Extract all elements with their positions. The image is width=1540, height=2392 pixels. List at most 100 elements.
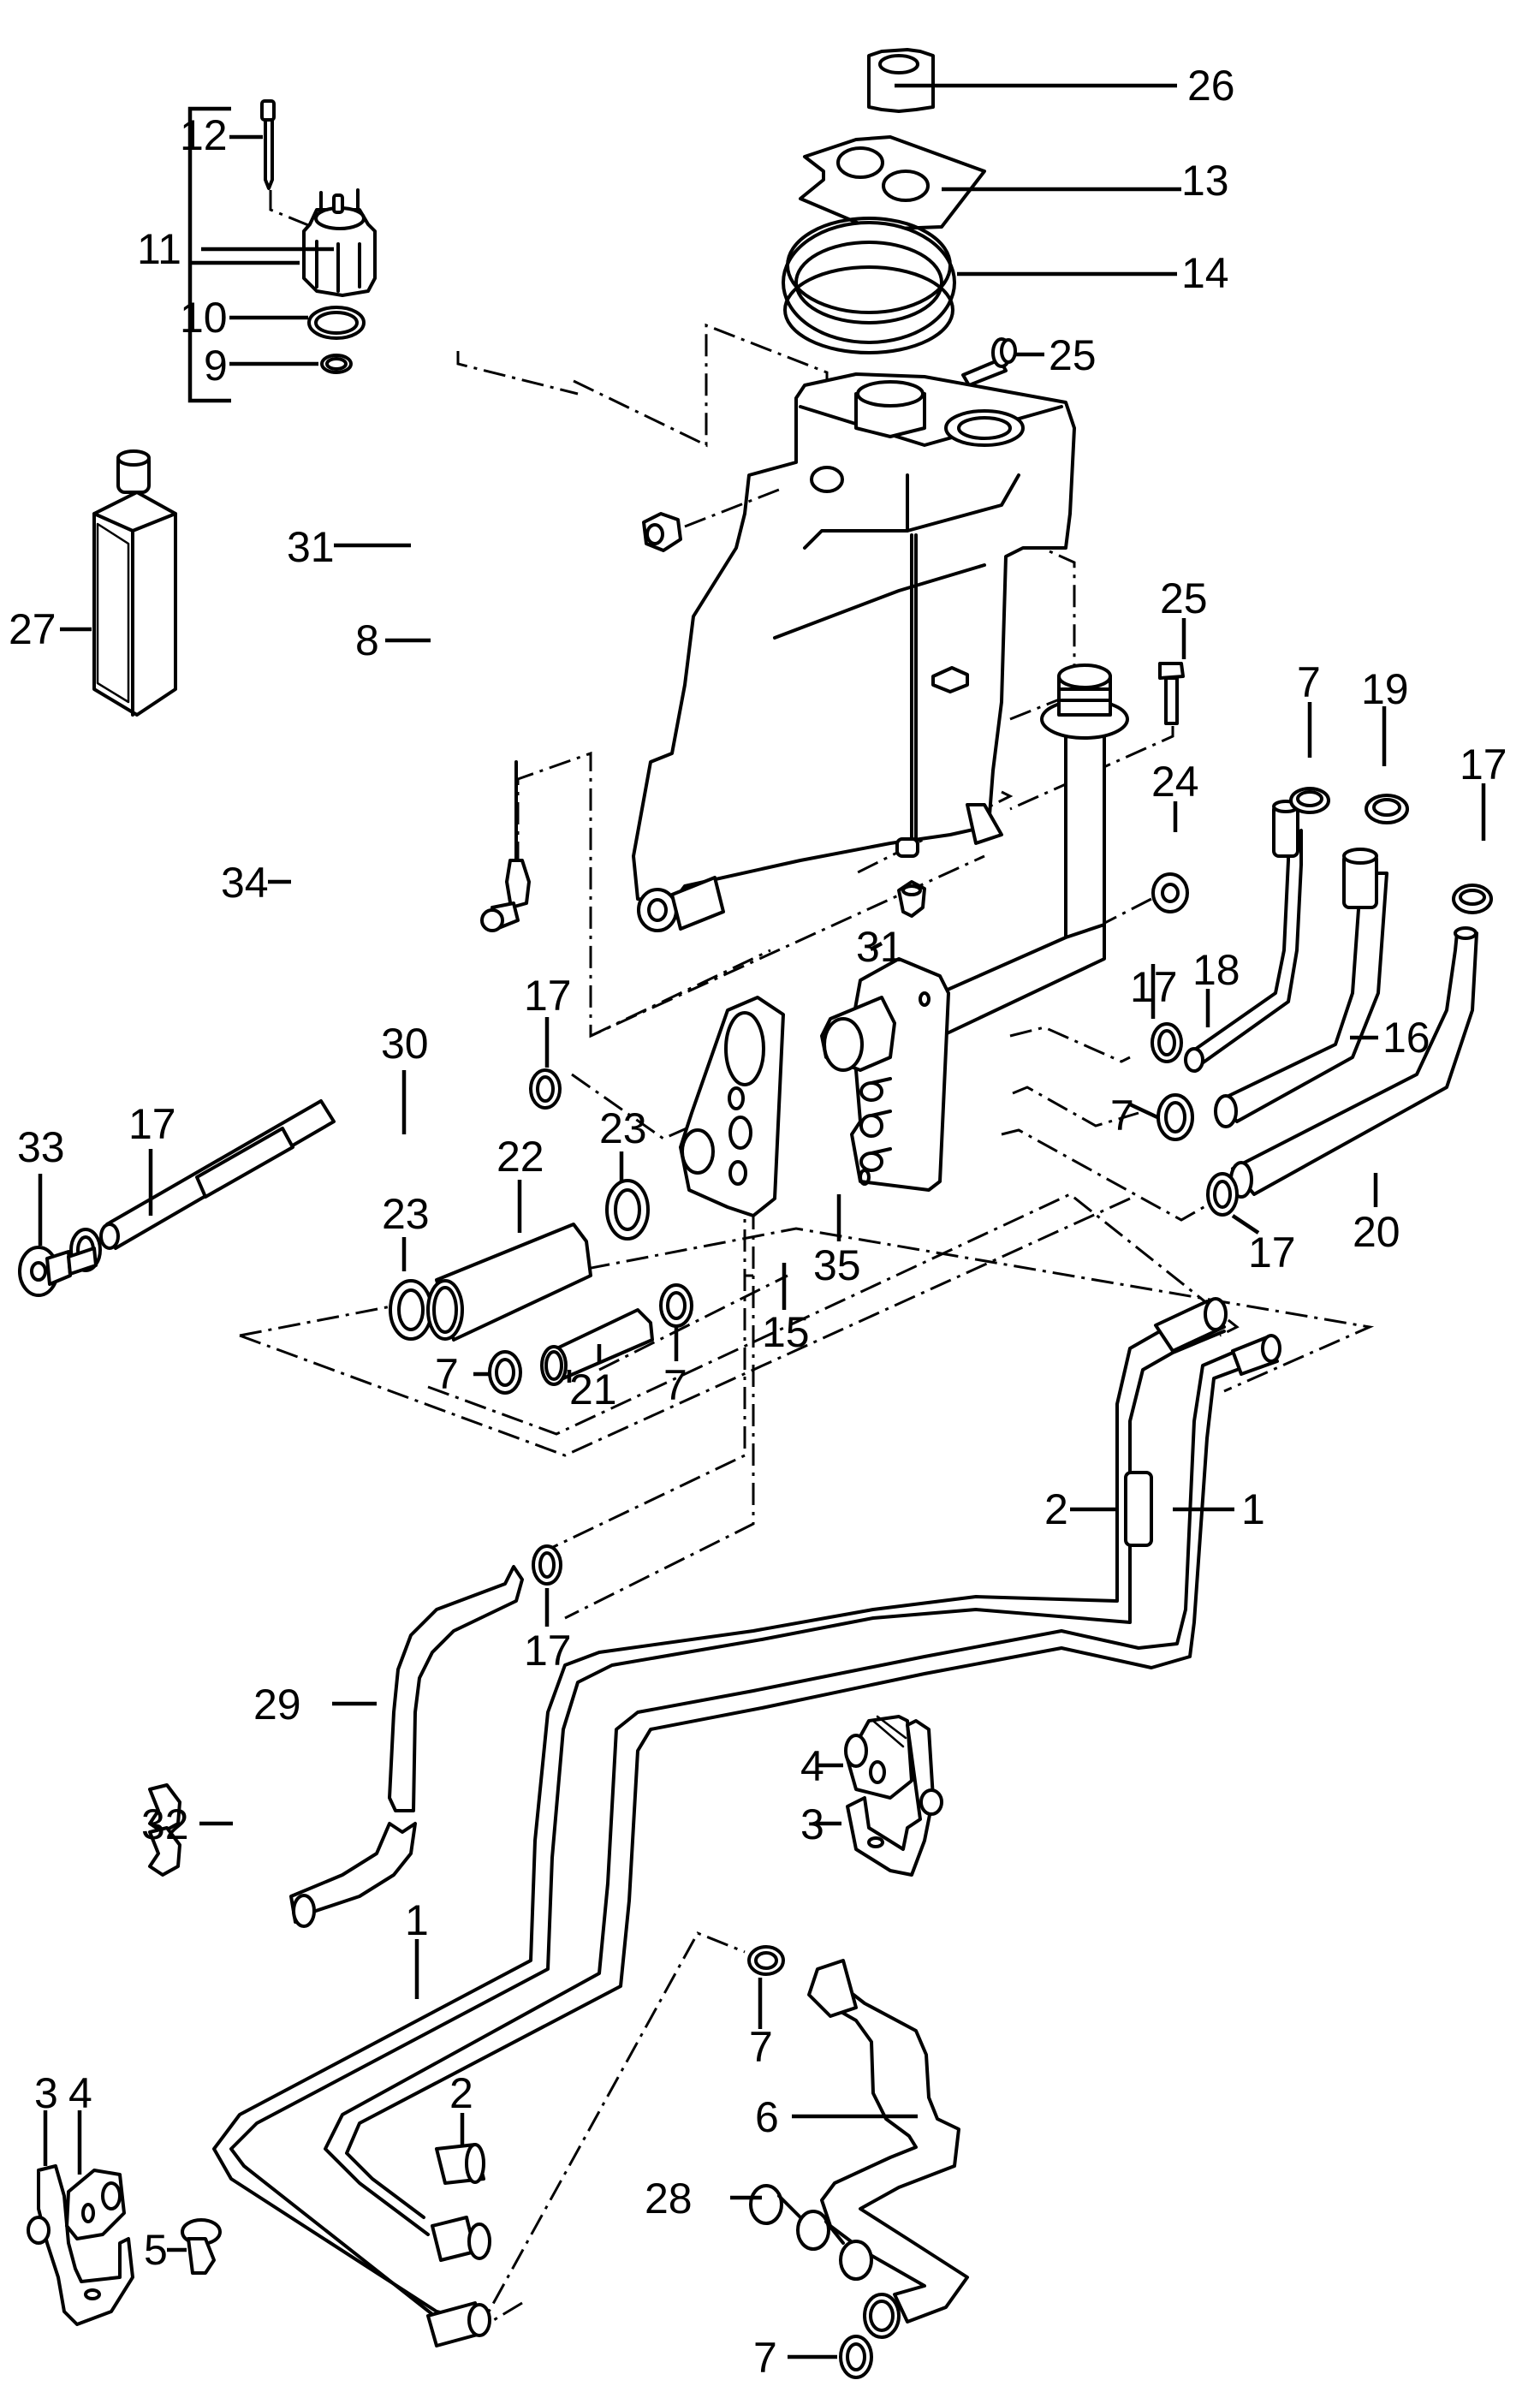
part-13-gasket[interactable]	[799, 135, 986, 231]
callout-9[interactable]: 9	[204, 342, 228, 390]
callout-17-left[interactable]: 17	[128, 1100, 176, 1148]
part-14-seal-ring[interactable]	[782, 217, 956, 354]
callout-5[interactable]: 5	[144, 2226, 168, 2274]
clamp-23b[interactable]	[389, 1279, 433, 1341]
callout-13[interactable]: 13	[1181, 157, 1229, 205]
part-28-clip[interactable]	[749, 2184, 873, 2281]
clamp-7d[interactable]	[659, 1283, 693, 1328]
clamp-7a[interactable]	[1289, 787, 1330, 814]
part-4-rubber-mount-lower[interactable]	[65, 2169, 126, 2240]
callout-30[interactable]: 30	[381, 1020, 429, 1068]
callout-29[interactable]: 29	[253, 1681, 301, 1729]
part-11-level-sensor-housing[interactable]	[302, 188, 377, 297]
part-32-clip[interactable]	[148, 1783, 181, 1877]
callout-26[interactable]: 26	[1187, 62, 1235, 110]
clamp-17b[interactable]	[1151, 1022, 1183, 1063]
part-1-coolant-pipe[interactable]	[212, 1308, 1239, 2326]
callout-25-top[interactable]: 25	[1049, 331, 1097, 379]
callout-3-lower[interactable]: 3	[34, 2069, 58, 2117]
callout-19[interactable]: 19	[1361, 665, 1409, 713]
callout-35[interactable]: 35	[813, 1241, 861, 1289]
part-35-connection-flange[interactable]	[820, 957, 950, 1192]
callout-7-lower[interactable]: 7	[749, 2023, 773, 2071]
callout-31-mid[interactable]: 31	[856, 923, 904, 971]
part-26-cap[interactable]	[867, 48, 935, 113]
callout-24[interactable]: 24	[1151, 758, 1199, 806]
callout-18[interactable]: 18	[1192, 946, 1240, 994]
part-2-hose-connector-upper[interactable]	[1124, 1471, 1153, 1547]
callout-7-mid[interactable]: 7	[1110, 1092, 1134, 1139]
callout-33[interactable]: 33	[17, 1123, 65, 1171]
clamp-7c[interactable]	[488, 1350, 522, 1395]
callout-16[interactable]: 16	[1382, 1014, 1430, 1062]
part-33-fitting[interactable]	[18, 1246, 98, 1297]
part-20-hose[interactable]	[1229, 926, 1478, 1199]
callout-7-top[interactable]: 7	[1297, 658, 1321, 706]
callout-25-mid[interactable]: 25	[1160, 574, 1208, 622]
part-25-bolt-top[interactable]	[961, 337, 1017, 387]
callout-8[interactable]: 8	[355, 616, 379, 664]
part-9-o-ring[interactable]	[320, 354, 353, 374]
part-12-screw[interactable]	[260, 99, 313, 229]
callout-31-top[interactable]: 31	[287, 523, 335, 571]
callout-32[interactable]: 32	[141, 1800, 189, 1848]
pipe-end-fittings	[426, 1297, 1281, 2347]
callout-21[interactable]: 21	[569, 1366, 617, 1413]
part-6-hose[interactable]	[807, 1959, 969, 2339]
part-27-coolant-bottle[interactable]	[92, 449, 177, 717]
callout-1-lower[interactable]: 1	[405, 1896, 429, 1944]
callout-22[interactable]: 22	[496, 1133, 544, 1181]
callout-14[interactable]: 14	[1181, 249, 1229, 297]
callout-28[interactable]: 28	[645, 2175, 693, 2222]
part-29-hose[interactable]	[289, 1565, 524, 1928]
callout-4-lower[interactable]: 4	[68, 2069, 92, 2117]
callout-17-top-left[interactable]: 17	[524, 972, 572, 1020]
part-31-nut-mid[interactable]	[897, 880, 926, 918]
part-3-bracket-upper[interactable]	[846, 1719, 943, 1877]
callout-17-mid[interactable]: 17	[1130, 963, 1178, 1011]
callout-10[interactable]: 10	[180, 294, 228, 342]
callout-15[interactable]: 15	[762, 1308, 810, 1356]
part-10-o-ring[interactable]	[307, 306, 366, 340]
callout-17-bottom[interactable]: 17	[524, 1627, 572, 1675]
clamp-17c[interactable]	[529, 1068, 562, 1110]
callout-27[interactable]: 27	[9, 605, 56, 653]
clamp-7e[interactable]	[747, 1945, 785, 1976]
callout-6[interactable]: 6	[755, 2093, 779, 2141]
callout-20[interactable]: 20	[1353, 1208, 1400, 1256]
callout-2-upper[interactable]: 2	[1044, 1485, 1068, 1533]
clamp-7f[interactable]	[839, 2335, 873, 2379]
clamp-23a[interactable]	[605, 1179, 650, 1241]
clamp-17f[interactable]	[532, 1544, 562, 1586]
callout-17-lower[interactable]: 17	[1248, 1229, 1296, 1276]
part-22-hose[interactable]	[426, 1223, 592, 1342]
callout-11[interactable]: 11	[137, 225, 181, 273]
callout-23-lower[interactable]: 23	[382, 1190, 430, 1238]
part-5-clip[interactable]	[181, 2218, 222, 2275]
callout-4-upper[interactable]: 4	[800, 1742, 824, 1790]
part-18-hose[interactable]	[1184, 800, 1303, 1073]
callout-3-upper[interactable]: 3	[800, 1800, 824, 1848]
clamp-19[interactable]	[1365, 794, 1409, 824]
part-2-hose-connector-lower[interactable]	[435, 2143, 485, 2185]
callout-17-right[interactable]: 17	[1460, 741, 1507, 788]
hose-clamps	[69, 787, 1493, 2379]
callout-7-left[interactable]: 7	[435, 1350, 459, 1398]
part-16-hose[interactable]	[1214, 848, 1388, 1128]
callout-12[interactable]: 12	[180, 111, 228, 159]
callout-1-upper[interactable]: 1	[1241, 1485, 1265, 1533]
part-34-sensor[interactable]	[480, 760, 531, 932]
callout-23-upper[interactable]: 23	[599, 1104, 647, 1152]
clamp-17a[interactable]	[1452, 884, 1493, 914]
clamp-7b[interactable]	[1156, 1093, 1194, 1141]
part-4-rubber-mount-upper[interactable]	[844, 1715, 913, 1800]
clamp-17e[interactable]	[1206, 1172, 1239, 1217]
part-15-gasket[interactable]	[679, 996, 785, 1217]
part-31-nut-top[interactable]	[642, 486, 784, 552]
callout-2-lower[interactable]: 2	[449, 2069, 473, 2117]
callout-7-center[interactable]: 7	[663, 1361, 687, 1409]
callout-7-bottom[interactable]: 7	[753, 2334, 777, 2382]
part-30-hose[interactable]	[99, 1099, 336, 1250]
part-8-expansion-tank[interactable]	[632, 372, 1076, 932]
callout-34[interactable]: 34	[221, 859, 269, 907]
